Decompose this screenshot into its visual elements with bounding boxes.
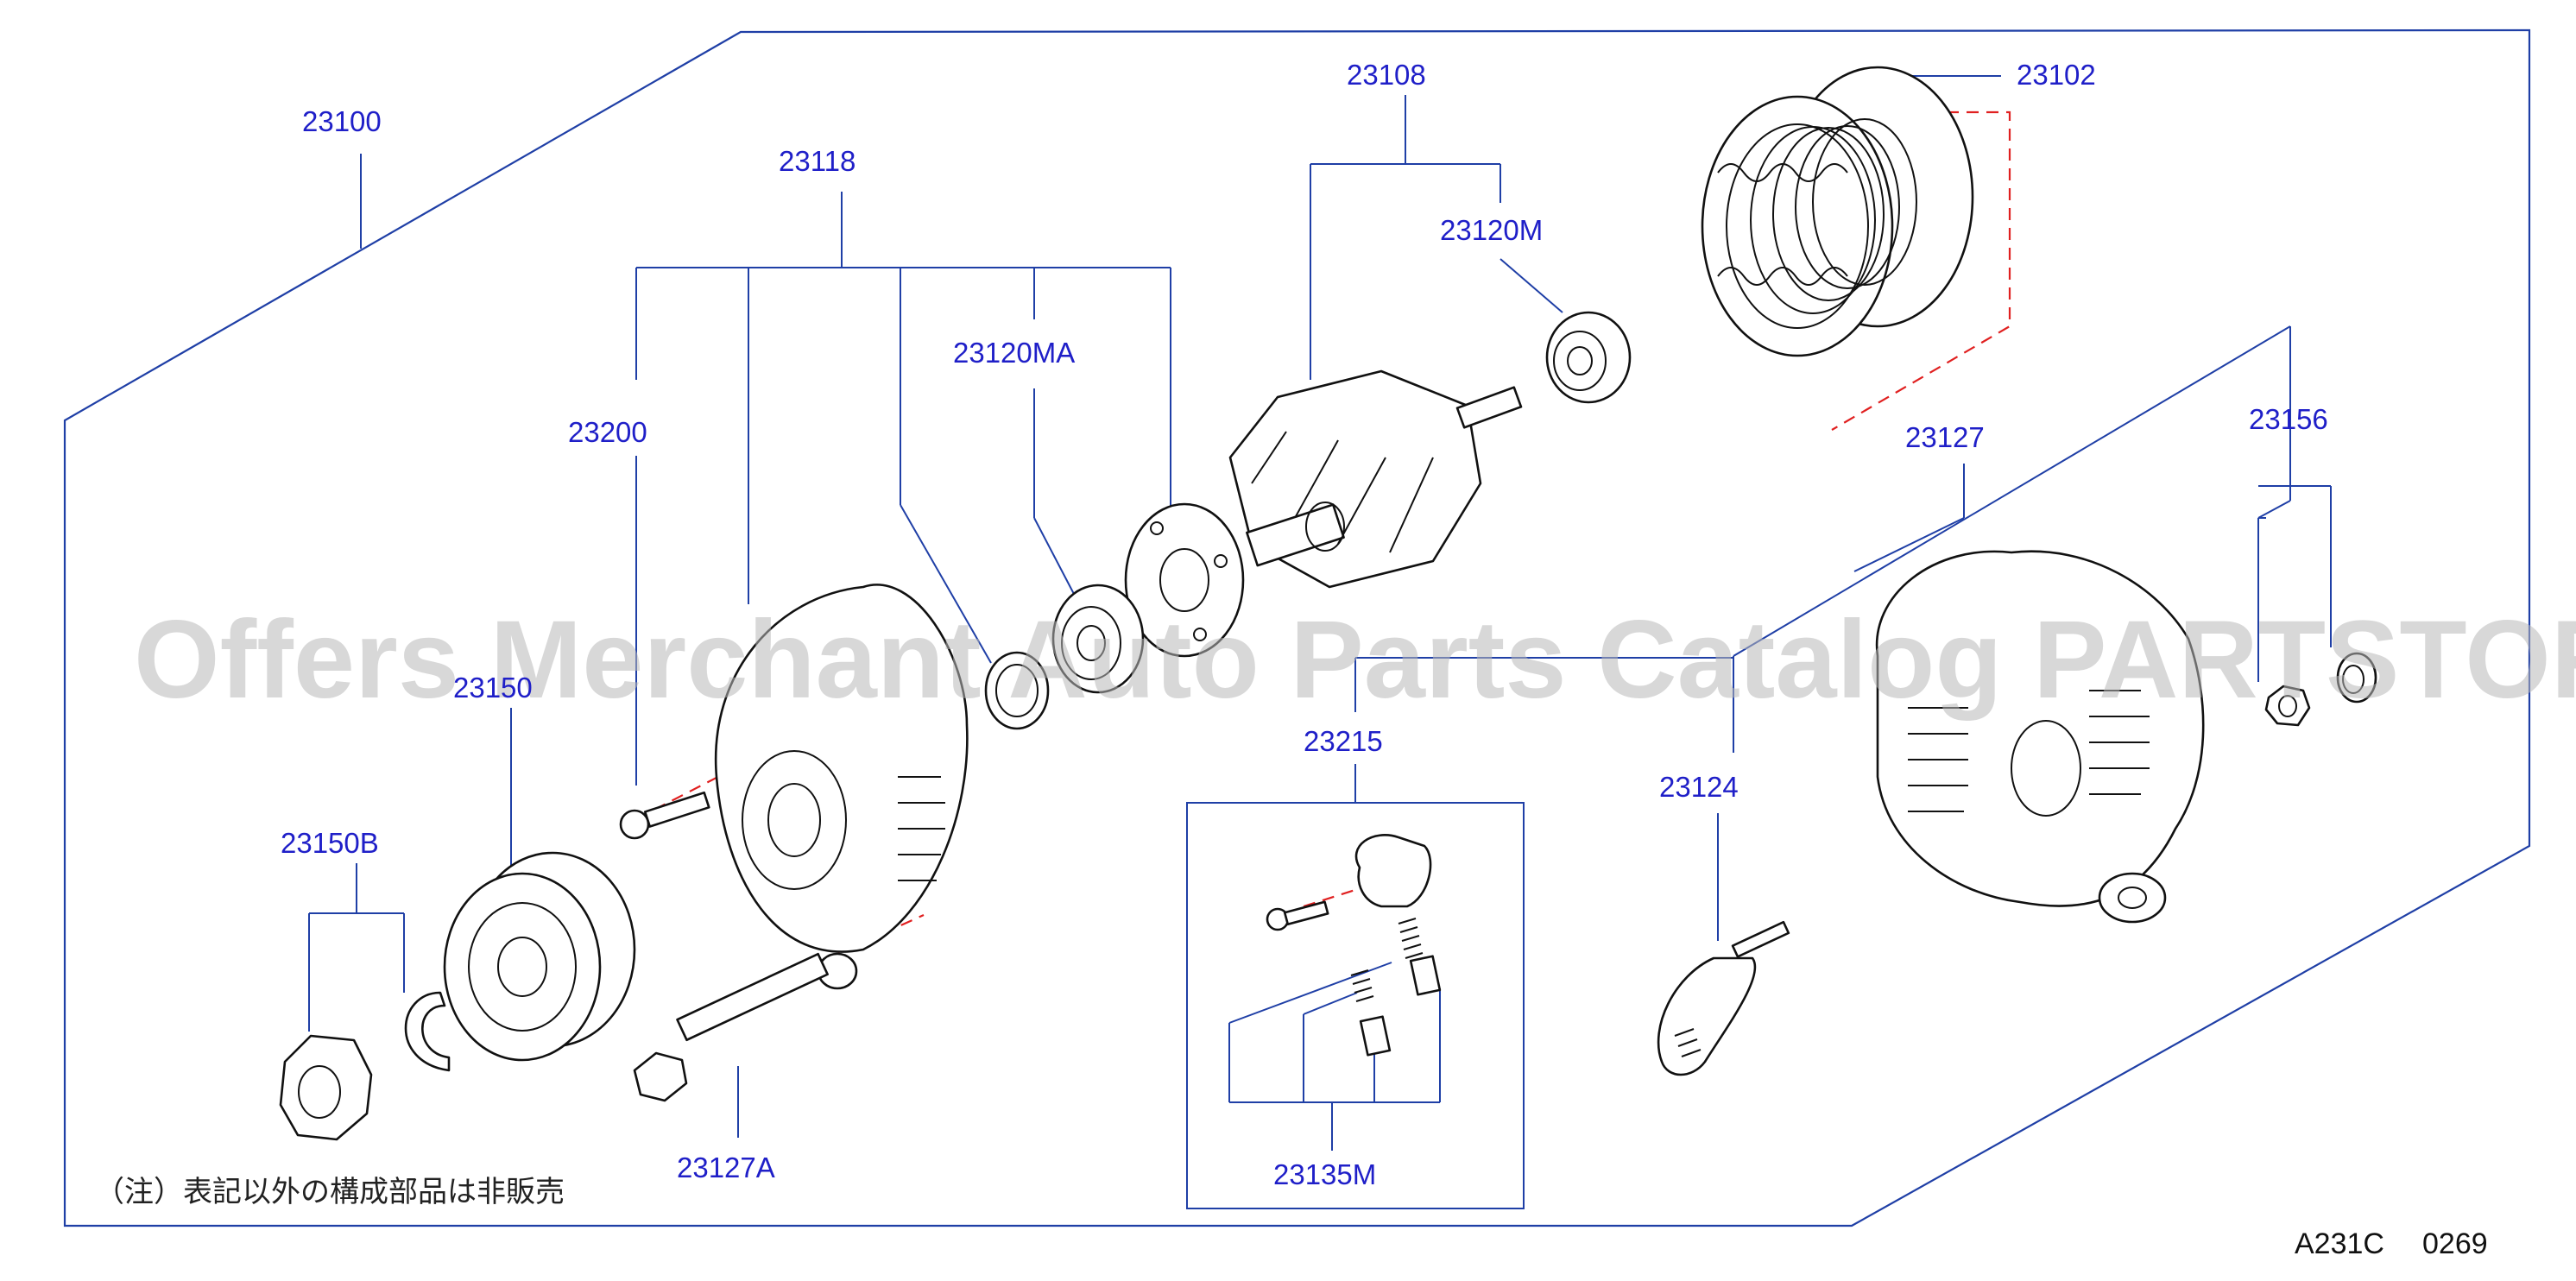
retainer-plate: [1124, 502, 1245, 658]
callout-23102[interactable]: 23102: [2017, 59, 2096, 91]
through-bolt-23127a: [633, 952, 829, 1102]
bearing-23120ma: [1051, 584, 1145, 694]
diagram-code: A231C: [2295, 1227, 2384, 1260]
callout-23200[interactable]: 23200: [568, 416, 647, 448]
callout-23124[interactable]: 23124: [1659, 771, 1739, 803]
nut-and-washer-23150b: [279, 991, 451, 1141]
regulator-23124: [1657, 920, 1790, 1076]
callout-23108[interactable]: 23108: [1347, 59, 1426, 91]
part-callouts: 23100 23118 23108 23102 23120M 23120MA 2…: [281, 59, 2328, 1190]
assembly-frame: [63, 28, 2531, 1227]
retaining-ring: [984, 651, 1050, 730]
bearing-23120m: [1545, 311, 1632, 404]
stator-23102: [1701, 66, 1974, 357]
leader-lines: [308, 75, 2332, 1209]
callout-23215[interactable]: 23215: [1304, 725, 1383, 757]
rear-housing-23127: [1875, 550, 2205, 924]
watermark-text: Offers Merchant Auto Parts Catalog PARTS…: [134, 598, 2576, 722]
callout-23135m[interactable]: 23135M: [1273, 1158, 1376, 1190]
callout-23100[interactable]: 23100: [302, 105, 382, 137]
rotor-23108: [1228, 369, 1523, 589]
callout-23120ma[interactable]: 23120MA: [953, 337, 1075, 369]
note-text: （注）表記以外の構成部品は非販売: [95, 1175, 565, 1209]
cap-and-nut-23156: [2264, 652, 2377, 727]
screw-23200: [619, 791, 710, 840]
pulley-23150: [443, 851, 636, 1062]
callout-23150[interactable]: 23150: [453, 672, 533, 704]
diagram-number: 0269: [2422, 1227, 2488, 1260]
callout-23156[interactable]: 23156: [2249, 403, 2328, 435]
callout-23150b[interactable]: 23150B: [281, 827, 379, 859]
callout-23127a[interactable]: 23127A: [677, 1152, 775, 1183]
callout-23118[interactable]: 23118: [779, 145, 856, 177]
brush-holder-kit-23215: [1266, 834, 1442, 1057]
callout-23127[interactable]: 23127: [1905, 421, 1985, 453]
callout-23120m[interactable]: 23120M: [1440, 214, 1543, 246]
